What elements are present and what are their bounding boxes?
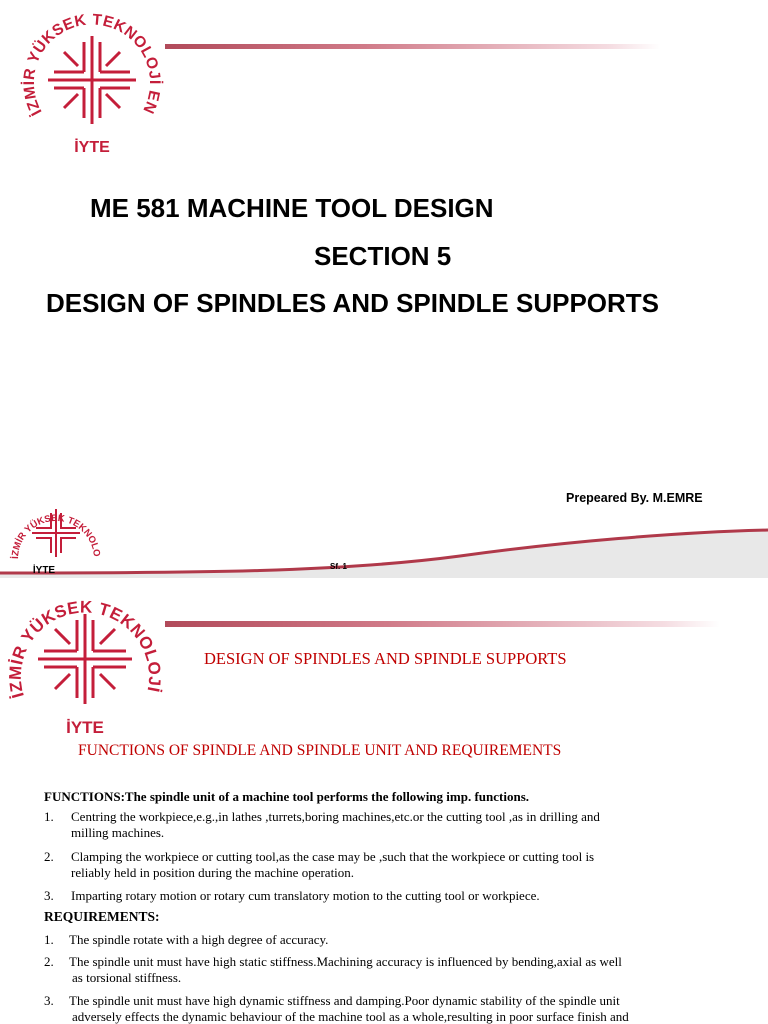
requirement-item: 2. The spindle unit must have high stati… <box>44 954 744 986</box>
section-title: SECTION 5 <box>314 241 452 271</box>
function-text-line1: Centring the workpiece,e.g.,in lathes ,t… <box>71 809 600 824</box>
function-text-line2: reliably held in position during the mac… <box>71 865 355 880</box>
requirement-number: 2. <box>44 954 54 969</box>
function-text-line1: Imparting rotary motion or rotary cum tr… <box>71 888 540 903</box>
function-item: 1. Centring the workpiece,e.g.,in lathes… <box>44 809 744 841</box>
requirement-number: 1. <box>44 932 54 947</box>
requirement-text-line1: The spindle rotate with a high degree of… <box>69 932 329 947</box>
footer-wave <box>0 528 768 578</box>
requirement-text-line1: The spindle unit must have high static s… <box>69 954 622 969</box>
function-text-line2: milling machines. <box>71 825 165 840</box>
logo-abbrev: İYTE <box>74 138 110 156</box>
svg-text:İZMİR YÜKSEK TEKNOLOJİ ENSTİTÜ: İZMİR YÜKSEK TEKNOLOJİ ENSTİTÜSÜ <box>4 489 102 559</box>
large-logo-abbrev: İYTE <box>66 718 104 736</box>
requirement-text-line1: The spindle unit must have high dynamic … <box>69 993 620 1008</box>
title-slide: İZMİR YÜKSEK TEKNOLOJİ ENSTİTÜSÜ İYTE ME… <box>0 0 768 578</box>
requirement-text-line2: as torsional stiffness. <box>72 970 182 985</box>
function-number: 2. <box>44 849 54 864</box>
iyte-logo-small: İZMİR YÜKSEK TEKNOLOJİ ENSTİTÜSÜ İYTE <box>4 489 102 576</box>
requirement-item: 1. The spindle rotate with a high degree… <box>44 932 744 948</box>
topic-title: DESIGN OF SPINDLES AND SPINDLE SUPPORTS <box>46 288 660 318</box>
slide-heading: DESIGN OF SPINDLES AND SPINDLE SUPPORTS <box>204 649 567 668</box>
function-number: 3. <box>44 888 54 903</box>
function-item: 2. Clamping the workpiece or cutting too… <box>44 849 744 881</box>
course-title: ME 581 MACHINE TOOL DESIGN <box>90 193 494 223</box>
requirement-number: 3. <box>44 993 54 1008</box>
svg-text:İZMİR YÜKSEK TEKNOLOJİ ENSTİTÜ: İZMİR YÜKSEK TEKNOLOJİ ENSTİTÜSÜ <box>14 2 163 118</box>
function-item: 3. Imparting rotary motion or rotary cum… <box>44 888 744 904</box>
slide-number: Sf. 1 <box>330 562 347 571</box>
large-logo-ring-text: İZMİR YÜKSEK TEKNOLOJİ ENSTİTÜSÜ <box>0 578 164 700</box>
small-logo-abbrev: İYTE <box>33 563 56 576</box>
header-divider-2 <box>165 621 720 627</box>
prepared-by: Prepeared By. M.EMRE <box>566 491 703 505</box>
requirements-label: REQUIREMENTS: <box>44 909 160 924</box>
logo-ring-text: İZMİR YÜKSEK TEKNOLOJİ ENSTİTÜSÜ <box>14 2 163 118</box>
small-logo-ring-text: İZMİR YÜKSEK TEKNOLOJİ ENSTİTÜSÜ <box>4 489 102 559</box>
slide-subheading: FUNCTIONS OF SPINDLE AND SPINDLE UNIT AN… <box>78 742 562 759</box>
function-number: 1. <box>44 809 54 824</box>
requirement-item: 3. The spindle unit must have high dynam… <box>44 993 744 1024</box>
requirement-text-line2: adversely effects the dynamic behaviour … <box>72 1009 629 1024</box>
functions-intro: FUNCTIONS:The spindle unit of a machine … <box>44 789 529 804</box>
iyte-logo: İZMİR YÜKSEK TEKNOLOJİ ENSTİTÜSÜ İYTE <box>14 2 163 156</box>
iyte-logo-large: İZMİR YÜKSEK TEKNOLOJİ ENSTİTÜSÜ İYTE <box>0 578 164 736</box>
header-divider <box>165 44 660 49</box>
svg-text:İZMİR YÜKSEK TEKNOLOJİ ENSTİTÜ: İZMİR YÜKSEK TEKNOLOJİ ENSTİTÜSÜ <box>0 578 164 700</box>
content-slide: İZMİR YÜKSEK TEKNOLOJİ ENSTİTÜSÜ İYTE DE… <box>0 578 768 1024</box>
function-text-line1: Clamping the workpiece or cutting tool,a… <box>71 849 595 864</box>
